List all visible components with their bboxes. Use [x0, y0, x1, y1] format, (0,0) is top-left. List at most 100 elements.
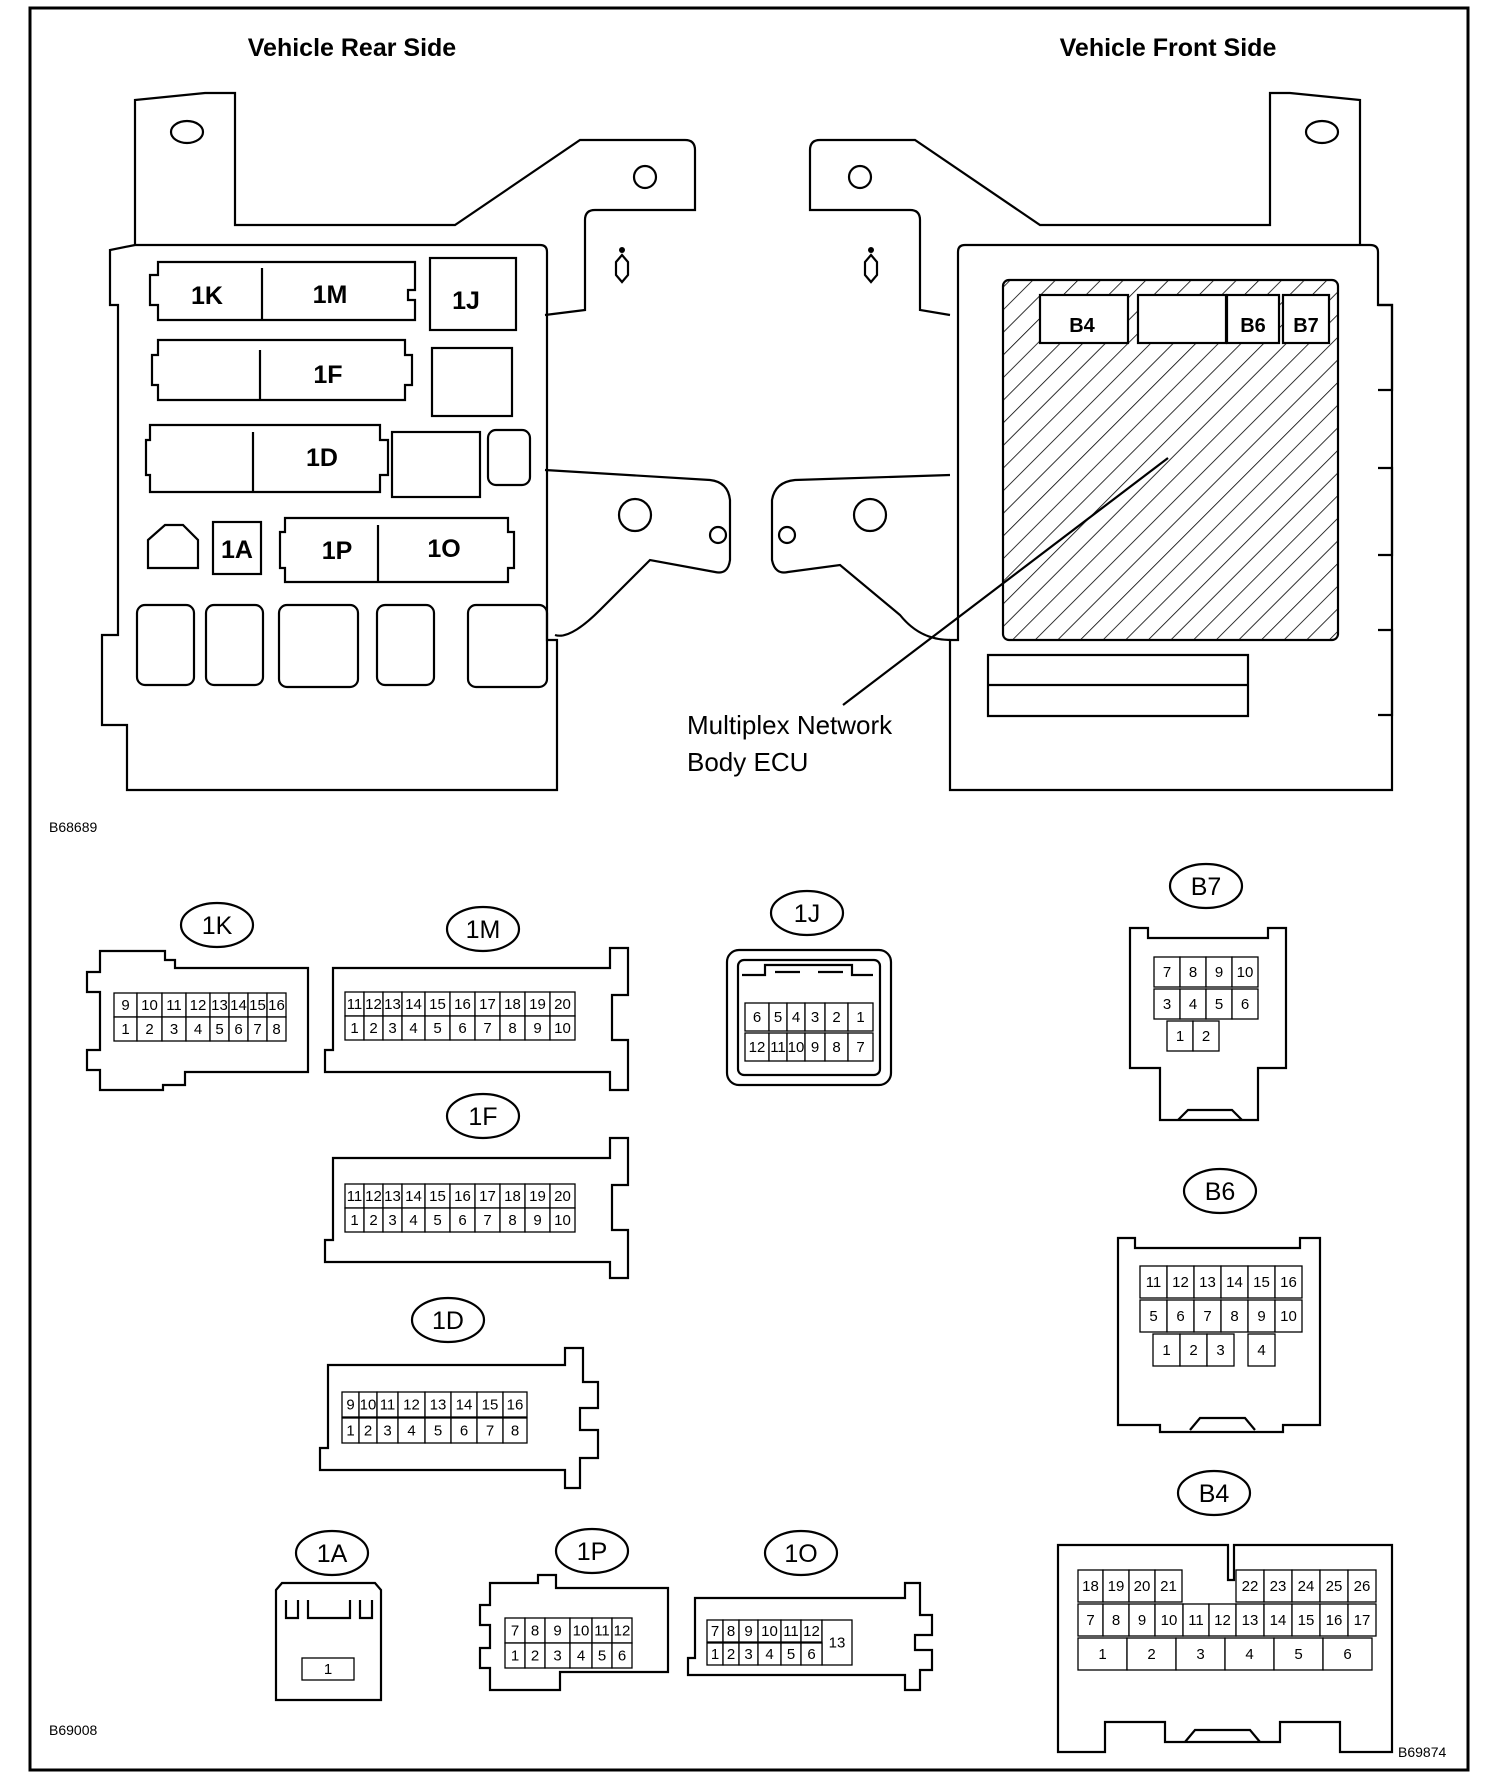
connector-tag-1A: 1A [294, 1529, 370, 1577]
pin-number: 11 [166, 997, 182, 1014]
connector-1A-outline [274, 1581, 383, 1702]
connector-B4-outline [1056, 1543, 1394, 1754]
pin-number: 23 [1270, 1578, 1287, 1595]
connector-tag-label: 1M [466, 916, 501, 944]
connector-tag-oval [1176, 1469, 1252, 1517]
pin-number: 2 [1202, 1028, 1210, 1045]
pin-number: 4 [407, 1423, 415, 1440]
pin-number: 12 [1172, 1274, 1189, 1291]
block-B4: B4 [1069, 315, 1095, 337]
pin-number: 2 [369, 1020, 377, 1037]
connector-tag-1D: 1D [410, 1296, 486, 1344]
pin-cell [1179, 988, 1207, 1020]
pin-number: 6 [1241, 996, 1249, 1013]
pin-number: 5 [598, 1648, 606, 1665]
pin-cell [1274, 1265, 1303, 1299]
connector-tag-1P: 1P [554, 1527, 630, 1575]
pin-cell [1166, 1020, 1194, 1052]
pin-cell [499, 1207, 526, 1233]
pin-number: 8 [508, 1212, 516, 1229]
pin-number: 26 [1354, 1578, 1371, 1595]
pin-number: 7 [711, 1623, 719, 1640]
connector-tag-oval [763, 1529, 839, 1577]
pin-cell [1205, 956, 1233, 988]
pin-number: 24 [1298, 1578, 1315, 1595]
pin-number: 1 [711, 1646, 719, 1663]
pin-number: 1 [121, 1021, 129, 1038]
pin-number: 4 [765, 1646, 773, 1663]
pin-number: 7 [486, 1423, 494, 1440]
block-1A: 1A [221, 536, 253, 564]
connector-1D-outline [318, 1346, 600, 1490]
connector-tag-oval [1168, 862, 1244, 910]
pin-number: 16 [454, 996, 471, 1013]
pin-number: 13 [1199, 1274, 1216, 1291]
pin-cell [847, 1032, 874, 1062]
pin-number: 19 [529, 1188, 546, 1205]
pin-cell [1102, 1603, 1130, 1637]
pin-cell [161, 1016, 187, 1042]
block-1F: 1F [313, 361, 342, 389]
pin-number: 14 [230, 997, 247, 1014]
pin-cell [1102, 1569, 1130, 1603]
pin-number: 16 [454, 1188, 471, 1205]
pin-cell [136, 1016, 163, 1042]
pin-number: 1 [511, 1648, 519, 1665]
pin-cell [1139, 1299, 1168, 1333]
pin-number: 15 [1298, 1612, 1315, 1629]
block-1K: 1K [191, 282, 223, 310]
connector-1J-outline [725, 948, 893, 1087]
pin-cell [449, 1015, 476, 1041]
pin-cell [1220, 1299, 1249, 1333]
pin-cell [397, 1417, 426, 1444]
connector-tag-oval [410, 1296, 486, 1344]
connector-tag-label: 1O [784, 1540, 817, 1568]
pin-number: 20 [554, 996, 571, 1013]
pin-number: 7 [1203, 1308, 1211, 1325]
pin-number: 9 [1138, 1612, 1146, 1629]
pin-number: 10 [788, 1039, 805, 1056]
pin-cell [1235, 1569, 1265, 1603]
pin-number: 3 [383, 1423, 391, 1440]
pin-number: 8 [1189, 964, 1197, 981]
pin-number: 11 [594, 1623, 610, 1640]
connector-tag-1J: 1J [769, 889, 845, 937]
block-1D: 1D [306, 444, 338, 472]
pin-cell [1128, 1603, 1156, 1637]
pin-number: 4 [409, 1212, 417, 1229]
pin-number: 8 [727, 1623, 735, 1640]
pin-cell [266, 1016, 287, 1042]
pin-number: 4 [409, 1020, 417, 1037]
pin-cell [1126, 1637, 1177, 1671]
pin-cell [821, 1619, 853, 1666]
pin-cell [1247, 1299, 1276, 1333]
pin-number: 5 [433, 1212, 441, 1229]
pin-number: 11 [783, 1623, 799, 1640]
block-1J: 1J [452, 287, 480, 315]
pin-cell [301, 1657, 355, 1681]
pin-number: 17 [479, 996, 496, 1013]
pin-cell [549, 1183, 576, 1209]
block-B6: B6 [1240, 315, 1266, 337]
pin-number: 8 [511, 1423, 519, 1440]
pin-number: 7 [483, 1020, 491, 1037]
pin-cell [1231, 988, 1259, 1020]
front-junction-block: B4 B6 B7 [770, 91, 1394, 792]
pin-number: 8 [1230, 1308, 1238, 1325]
connector-tag-label: 1P [577, 1538, 608, 1566]
pin-cell [449, 991, 476, 1017]
pin-number: 10 [554, 1020, 571, 1037]
block-1O: 1O [427, 535, 460, 563]
pin-number: 13 [1242, 1612, 1259, 1629]
pin-number: 10 [1280, 1308, 1297, 1325]
pin-number: 8 [272, 1021, 280, 1038]
pin-cell [1192, 1020, 1220, 1052]
pin-number: 14 [405, 1188, 422, 1205]
connector-faces [85, 926, 1394, 1754]
pin-number: 21 [1160, 1578, 1177, 1595]
